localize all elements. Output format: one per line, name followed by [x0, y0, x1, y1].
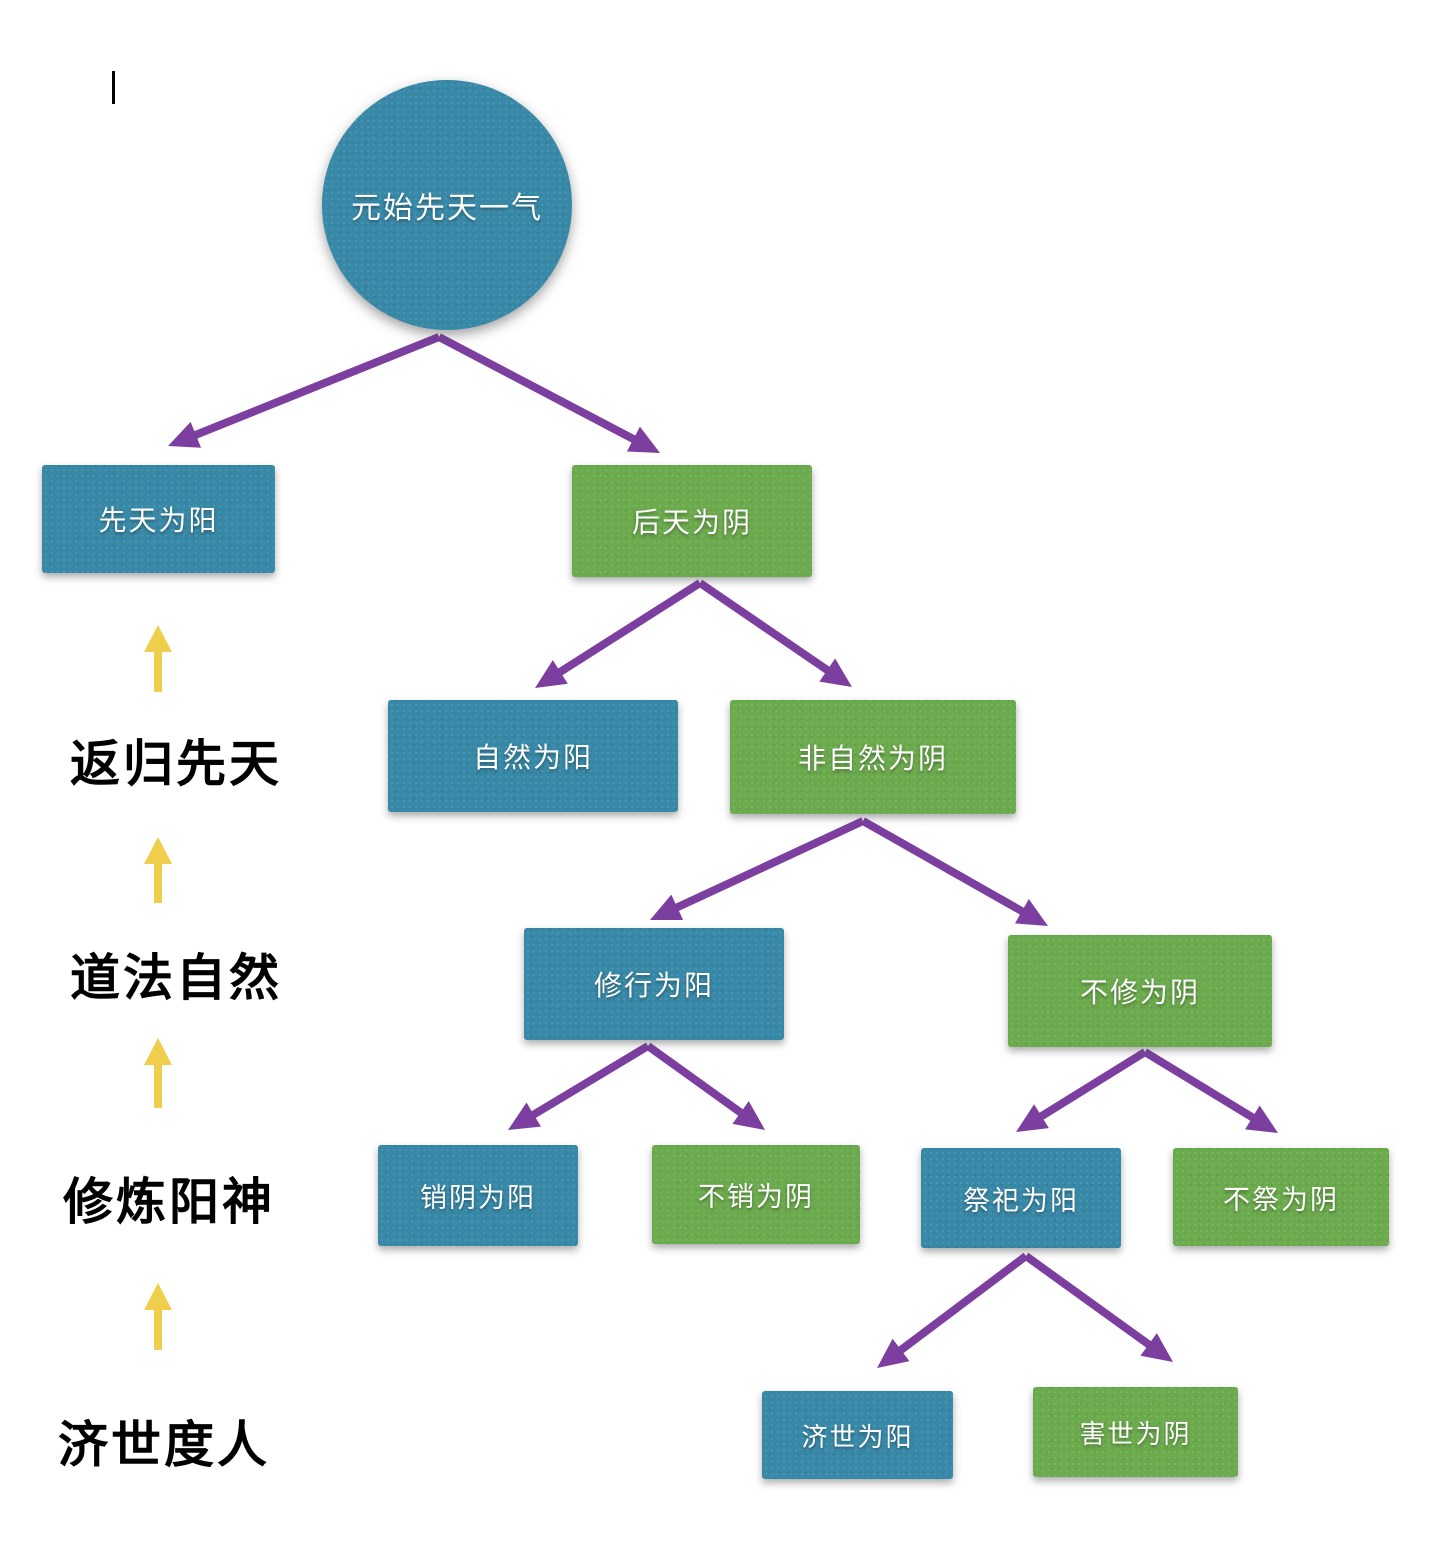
node-houtian-wei-yin: 后天为阴	[572, 465, 812, 577]
node-buxiao-wei-yin: 不销为阴	[652, 1145, 860, 1244]
node-label: 后天为阴	[631, 506, 752, 539]
node-label: 先天为阳	[98, 504, 219, 537]
node-label: 元始先天一气	[351, 191, 543, 226]
node-label: 自然为阳	[472, 741, 593, 774]
side-up-arrow-3	[144, 1038, 172, 1108]
side-label-xiu-lian-yang-shen: 修炼阳神	[63, 1173, 275, 1231]
side-up-arrow-4	[144, 1283, 172, 1350]
node-fei-ziran-wei-yin: 非自然为阴	[730, 700, 1016, 814]
node-jisi-wei-yang: 祭祀为阳	[921, 1148, 1121, 1248]
node-xiaoyin-wei-yang: 销阴为阳	[378, 1145, 578, 1246]
branch-arrow-buxiu	[1016, 1048, 1278, 1133]
node-label: 济世为阳	[801, 1422, 914, 1453]
branch-arrow-xiuxing	[508, 1042, 765, 1130]
branch-arrow-jisi	[877, 1252, 1173, 1368]
text-cursor-mark	[112, 71, 115, 104]
node-ziran-wei-yang: 自然为阳	[388, 700, 678, 812]
side-label-ji-shi-du-ren: 济世度人	[58, 1416, 270, 1474]
node-xiuxing-wei-yang: 修行为阳	[524, 928, 784, 1040]
node-jishi-wei-yang: 济世为阳	[762, 1391, 953, 1479]
node-xiantian-wei-yang: 先天为阳	[42, 465, 275, 573]
node-label: 销阴为阳	[420, 1183, 536, 1214]
branch-arrow-feiziran	[650, 817, 1048, 926]
node-label: 非自然为阴	[797, 742, 948, 775]
node-label: 修行为阳	[593, 969, 714, 1002]
node-label: 不销为阴	[698, 1182, 814, 1213]
branch-arrow-houtian	[535, 579, 852, 688]
side-label-dao-fa-zi-ran: 道法自然	[70, 949, 282, 1007]
side-up-arrow-2	[144, 837, 172, 903]
node-label: 祭祀为阳	[963, 1185, 1079, 1217]
side-label-fan-gui-xian-tian: 返归先天	[70, 735, 282, 793]
node-label: 不修为阴	[1079, 976, 1200, 1009]
node-haishi-wei-yin: 害世为阴	[1033, 1387, 1238, 1477]
node-buxiu-wei-yin: 不修为阴	[1008, 935, 1272, 1047]
node-label: 不祭为阴	[1223, 1184, 1339, 1216]
branch-arrow-root	[168, 333, 660, 453]
node-buji-wei-yin: 不祭为阴	[1173, 1148, 1389, 1246]
node-label: 害世为阴	[1079, 1419, 1192, 1450]
side-up-arrow-1	[144, 625, 172, 692]
node-yuanshi-xiantian-yiqi: 元始先天一气	[322, 80, 572, 330]
